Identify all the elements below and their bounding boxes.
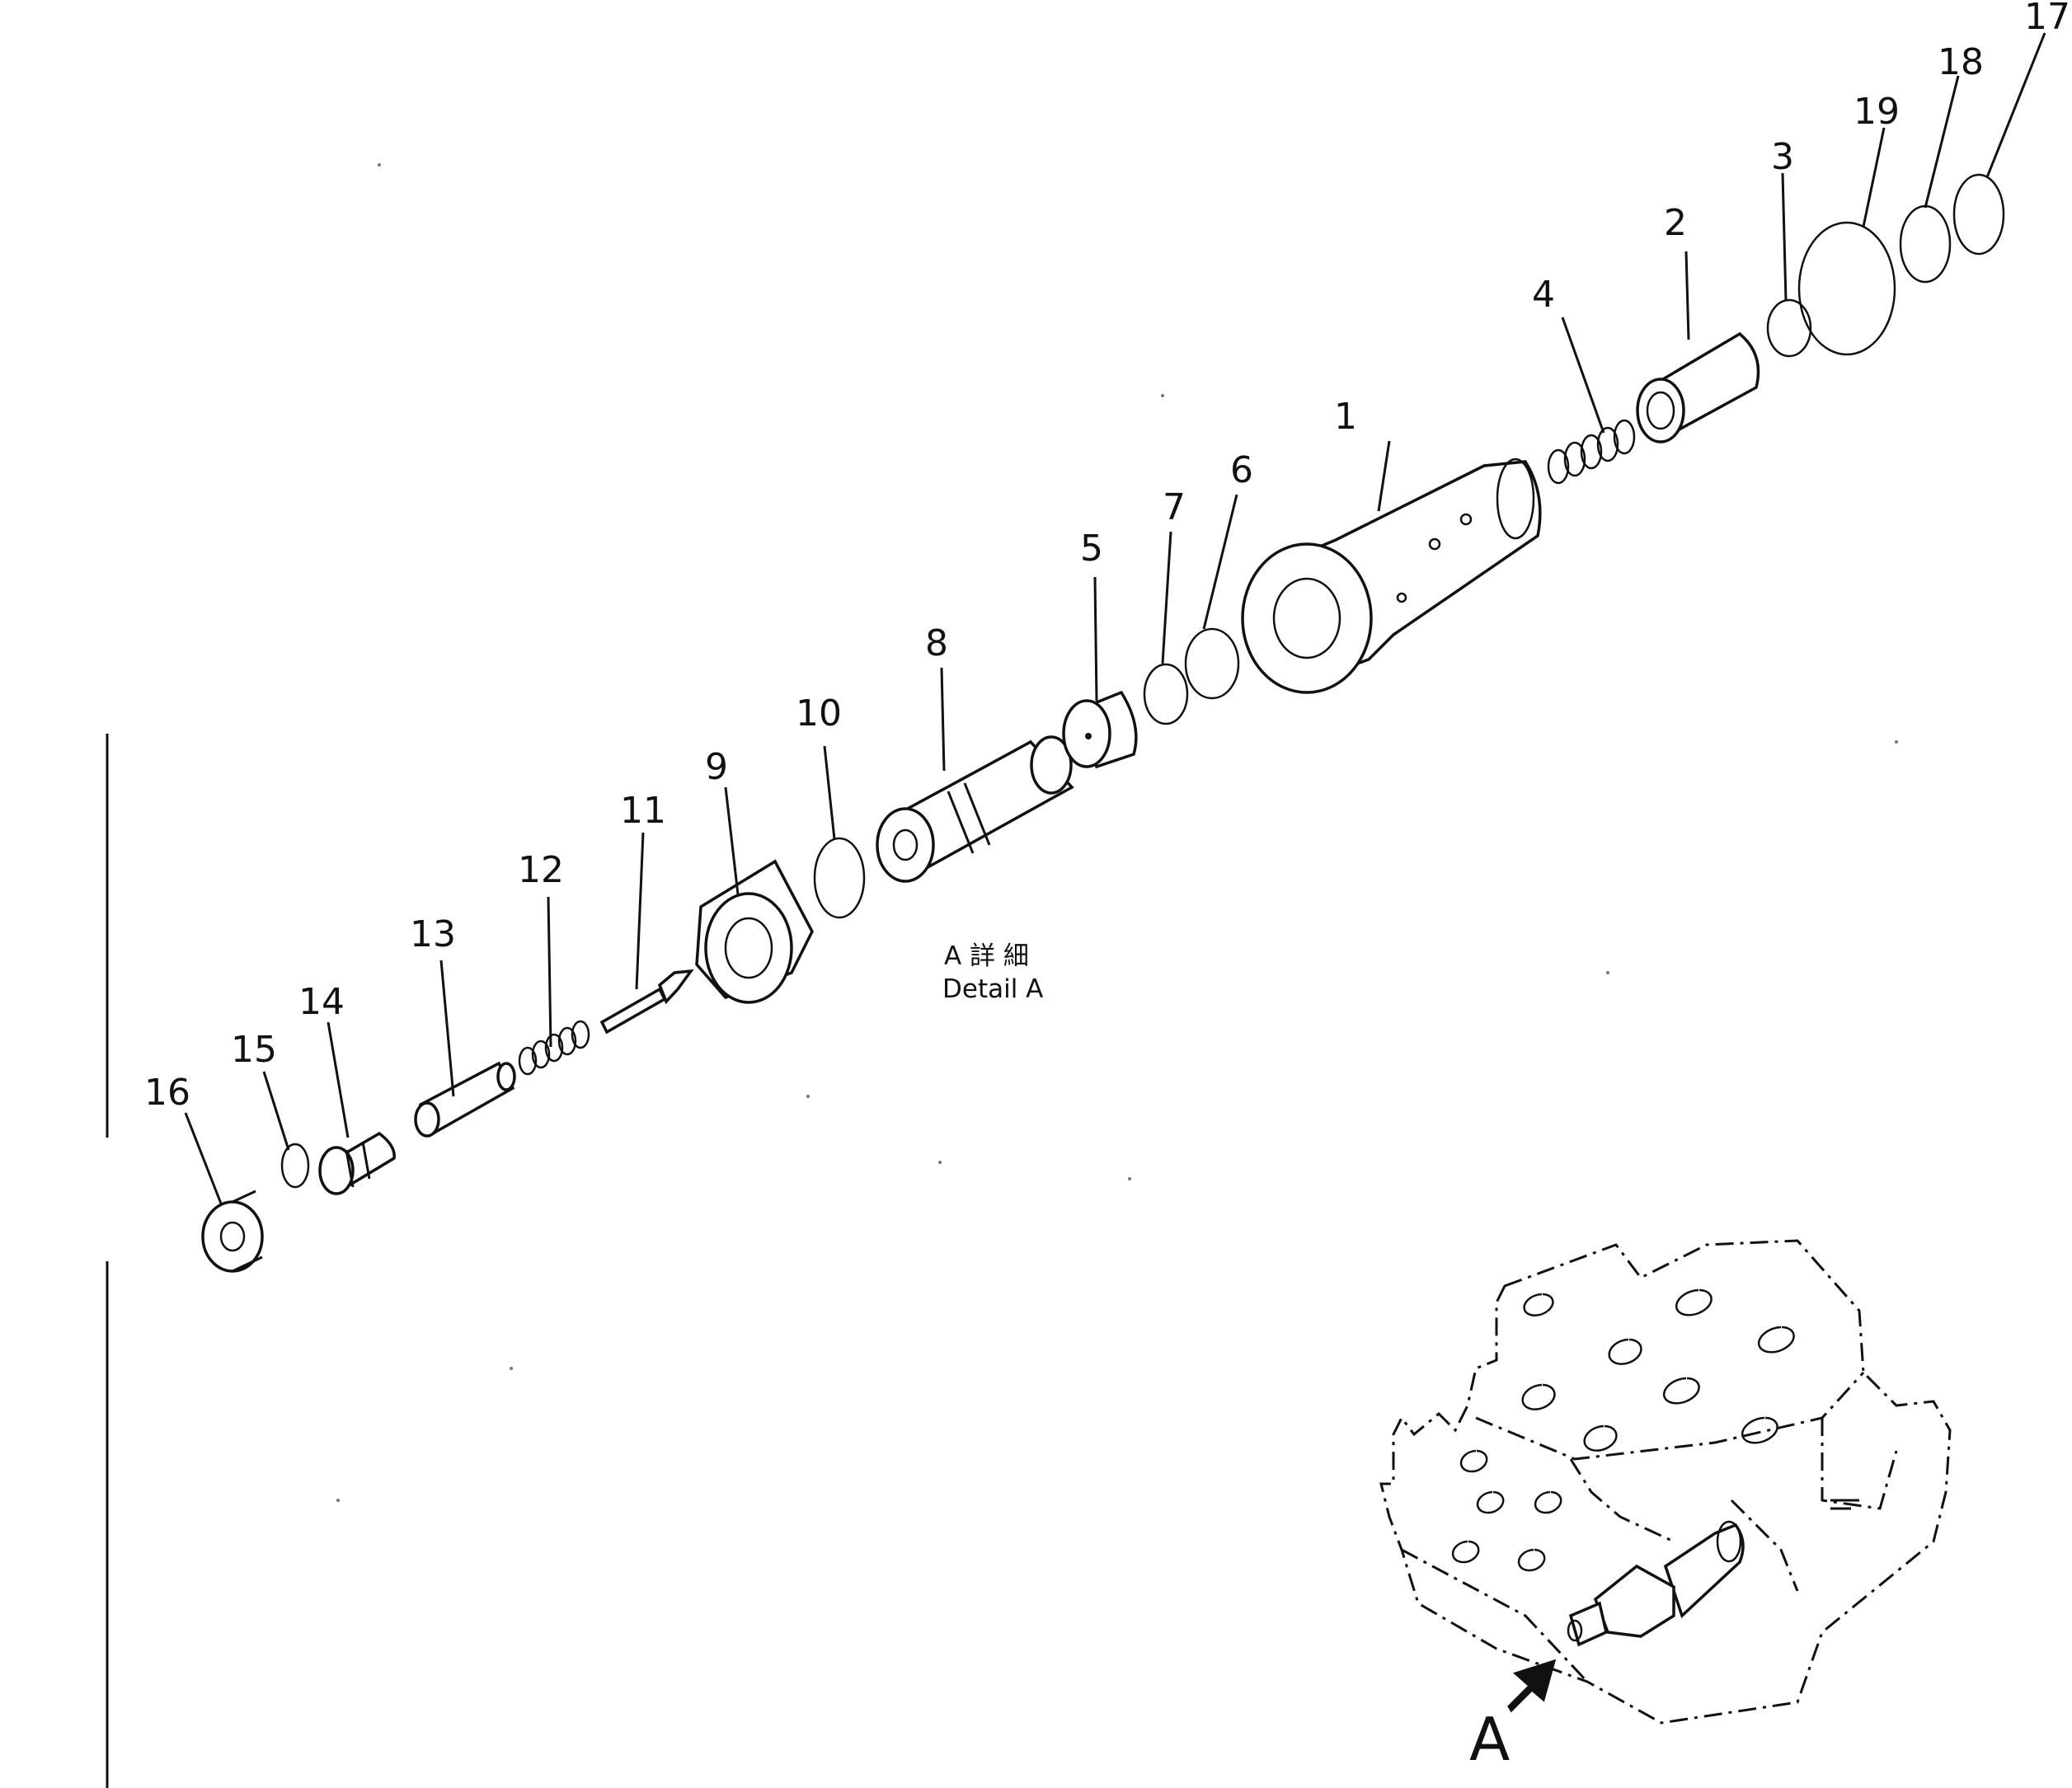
view-marker-A: A [1469,1705,1510,1774]
callout-15: 15 [231,1029,277,1071]
callout-5: 5 [1080,528,1103,570]
scan-specks [336,163,1898,1502]
callout-18: 18 [1938,41,1984,83]
part-19-o-ring [1797,221,1896,356]
part-18-ring [1899,204,1952,284]
callout-14: 14 [298,981,345,1023]
callout-19: 19 [1854,91,1900,133]
part-2-sleeve [1636,331,1760,443]
callout-9: 9 [705,746,728,788]
leader-lines [184,32,2046,1204]
part-14-plug [318,1131,396,1195]
callout-4: 4 [1532,274,1555,316]
callout-13: 13 [410,913,456,955]
part-16-nut [201,1190,264,1273]
callout-17: 17 [2024,0,2070,38]
callout-10: 10 [796,692,842,734]
part-5-piston [1062,690,1138,769]
part-10-o-ring [813,837,866,919]
callout-7: 7 [1163,486,1186,528]
inset-valve-block [1379,1239,1952,1725]
part-3-ring [1766,298,1812,358]
view-arrow [1507,1659,1557,1713]
callout-2: 2 [1664,202,1687,244]
part-11-needle [599,969,694,1035]
callout-16: 16 [144,1072,190,1114]
detail-label-jp: A 詳 細 [944,941,1029,971]
part-4-spring [1547,419,1636,485]
detail-label-en: Detail A [942,974,1043,1004]
callout-1: 1 [1334,396,1357,438]
part-1-valve-body [1241,458,1542,694]
part-9-locknut [695,859,814,1004]
part-7-ring [1143,663,1189,725]
part-15-o-ring [280,1143,310,1189]
part-8-adjuster [876,735,1074,883]
part-13-spool [414,1061,516,1138]
callout-8: 8 [925,622,948,664]
callout-3: 3 [1771,136,1794,178]
callout-6: 6 [1230,449,1253,491]
callout-11: 11 [620,790,666,832]
callout-12: 12 [518,849,564,891]
callout-numbers: 1 2 3 4 5 6 7 8 9 10 11 12 13 14 15 16 1… [144,0,2070,1114]
part-6-o-ring [1184,627,1240,700]
part-12-spring [518,1020,590,1076]
part-17-o-ring [1952,173,2005,256]
